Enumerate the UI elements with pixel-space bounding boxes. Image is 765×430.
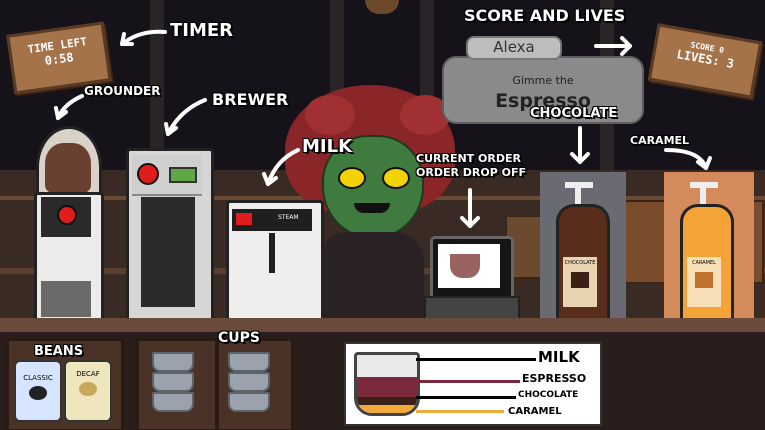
caramel-arrow-head	[696, 156, 712, 170]
chocolate-annotation: CHOCOLATE	[530, 106, 618, 121]
customer-hair-bun-left	[305, 95, 355, 135]
steamer-label: STEAM	[278, 214, 299, 221]
caramel-label: CARAMEL	[687, 257, 721, 307]
timer-arrow-head	[120, 32, 134, 46]
grounder-arrow-head	[54, 106, 68, 120]
chocolate-block-icon	[571, 272, 589, 288]
milk-arrow-head	[262, 172, 278, 186]
classic-bean-icon	[29, 386, 47, 400]
caramel-pump-stem	[700, 184, 706, 204]
brewer-arrow-head	[164, 122, 178, 136]
brewer-display	[169, 167, 197, 183]
score-arrow-head	[620, 36, 632, 56]
steamer-control-panel: STEAM	[232, 209, 312, 231]
timer-annotation: TIMER	[170, 20, 234, 41]
ceiling-lamp	[365, 0, 399, 14]
grinder-basket	[41, 281, 91, 317]
customer-mouth	[354, 203, 390, 213]
decaf-label: DECAF	[76, 370, 100, 378]
chocolate-label: CHOCOLATE	[563, 257, 597, 307]
steam-wand	[269, 233, 275, 273]
legend-cup-icon	[354, 352, 420, 416]
milk-annotation: MILK	[302, 136, 353, 157]
chocolate-layer	[357, 397, 417, 405]
legend-espresso: ESPRESSO	[522, 372, 587, 385]
chocolate-pump-head	[565, 182, 593, 188]
decaf-bean-icon	[79, 382, 97, 396]
brewer-body	[141, 197, 195, 307]
brewer-button[interactable]	[137, 163, 159, 185]
chocolate-bottle[interactable]: CHOCOLATE	[556, 204, 610, 328]
caramel-layer	[357, 405, 417, 413]
customer-hair-bun-right	[400, 95, 450, 135]
customer-eye-left	[338, 167, 366, 189]
caramel-label-text: CARAMEL	[692, 260, 716, 266]
chocolate-pointer	[416, 396, 516, 399]
chocolate-label-text: CHOCOLATE	[564, 260, 596, 266]
customer-face	[322, 135, 424, 239]
cup-stack-item[interactable]	[228, 392, 270, 412]
cup-stack-item[interactable]	[152, 352, 194, 372]
cup-stack-item[interactable]	[228, 352, 270, 372]
cup-stack-item[interactable]	[228, 372, 270, 392]
decaf-beans-jar[interactable]: DECAF	[64, 360, 112, 422]
steamer-button[interactable]	[236, 213, 252, 225]
espresso-layer	[357, 377, 417, 397]
legend-caramel: CARAMEL	[508, 406, 562, 417]
legend-chocolate: CHOCOLATE	[518, 390, 579, 400]
brewer-machine[interactable]	[126, 148, 214, 330]
cups-annotation: CUPS	[218, 330, 260, 346]
caramel-pump-head	[690, 182, 718, 188]
milk-arrow	[266, 148, 300, 186]
espresso-pointer	[416, 380, 520, 383]
order-drop-off-annotation: ORDER DROP OFF	[416, 166, 526, 179]
classic-label: CLASSIC	[23, 374, 53, 382]
customer-body	[318, 232, 424, 322]
cup-stack-item[interactable]	[152, 372, 194, 392]
recipe-legend: MILK ESPRESSO CHOCOLATE CARAMEL	[344, 342, 602, 426]
coffee-beans-in-hopper	[45, 143, 91, 193]
grinder-button[interactable]	[57, 205, 77, 225]
caramel-block-icon	[695, 272, 713, 288]
drop-off-display	[438, 244, 500, 288]
customer-name-tag: Alexa	[466, 36, 562, 60]
grounder-annotation: GROUNDER	[84, 84, 161, 98]
customer-eye-right	[382, 167, 410, 189]
milk-layer	[357, 355, 417, 377]
order-line: Gimme the	[512, 74, 574, 87]
milk-pointer	[416, 358, 536, 361]
current-order-cup-icon	[450, 254, 480, 278]
classic-beans-jar[interactable]: CLASSIC	[14, 360, 62, 422]
current-order-annotation: CURRENT ORDER	[416, 152, 521, 165]
score-lives-annotation: SCORE AND LIVES	[464, 6, 626, 25]
caramel-annotation: CARAMEL	[630, 134, 690, 147]
chocolate-arrow-head	[570, 152, 590, 164]
timer-arrow	[120, 29, 167, 46]
legend-milk: MILK	[538, 348, 580, 366]
order-arrow-head	[460, 216, 480, 228]
beans-annotation: BEANS	[34, 344, 84, 359]
cup-stack-item[interactable]	[152, 392, 194, 412]
order-item: Espresso	[495, 90, 591, 112]
grinder-machine[interactable]	[34, 192, 104, 328]
brewer-annotation: BREWER	[212, 90, 289, 109]
milk-steamer-machine[interactable]: STEAM	[226, 200, 324, 330]
caramel-pointer	[416, 410, 504, 413]
chocolate-pump-stem	[575, 184, 581, 204]
